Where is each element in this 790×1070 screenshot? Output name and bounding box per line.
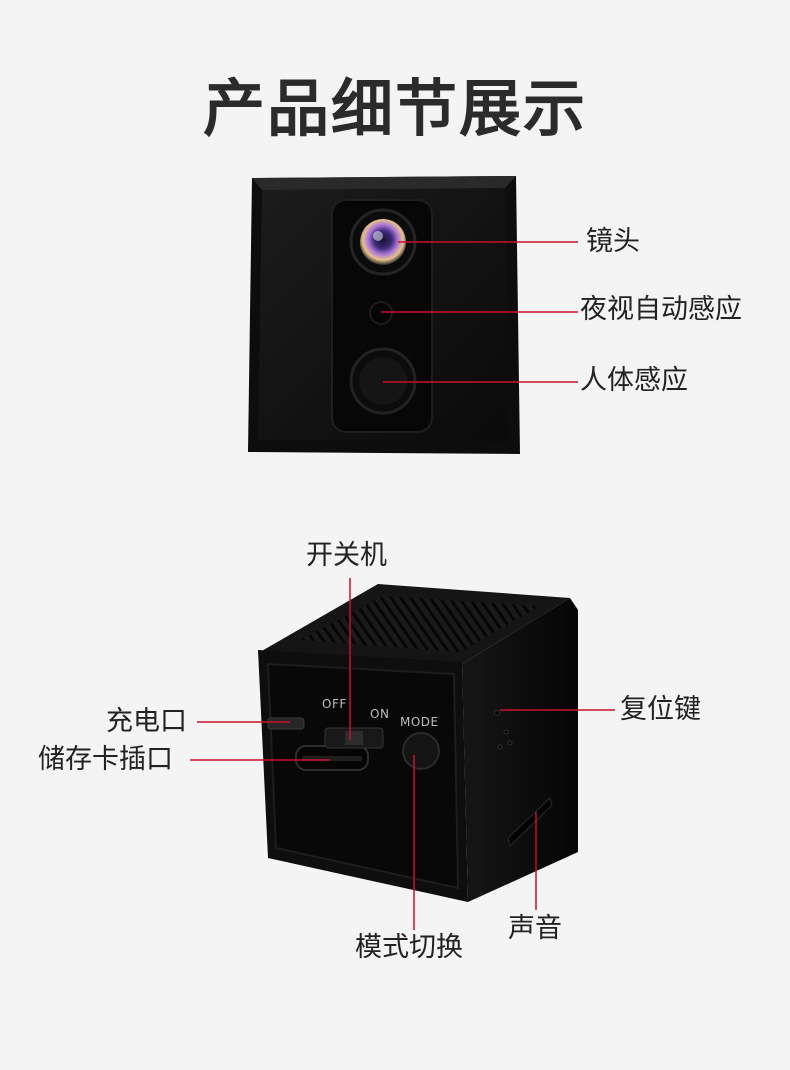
label-card-slot: 储存卡插口 xyxy=(38,744,173,775)
device-text-on: ON xyxy=(370,707,390,721)
side-camera-device xyxy=(258,584,578,902)
label-mode-switch: 模式切换 xyxy=(355,932,463,963)
lens-icon xyxy=(360,219,406,265)
device-text-off: OFF xyxy=(322,697,347,711)
side-callout-lines xyxy=(190,578,615,930)
speaker-icon xyxy=(507,797,553,847)
device-text-mode: MODE xyxy=(400,715,439,729)
pir-sensor-icon xyxy=(359,357,407,405)
label-charging-port: 充电口 xyxy=(106,706,187,737)
label-speaker: 声音 xyxy=(508,913,562,944)
charging-port-icon xyxy=(267,717,305,730)
label-lens: 镜头 xyxy=(586,226,640,257)
front-callout-lines xyxy=(381,241,578,383)
label-body-sensor: 人体感应 xyxy=(580,365,688,396)
label-night-vision: 夜视自动感应 xyxy=(580,294,742,325)
mode-button-icon xyxy=(402,732,440,770)
reset-hole-icon xyxy=(494,710,500,716)
front-camera-device xyxy=(248,176,520,454)
night-vision-sensor-icon xyxy=(369,301,393,325)
label-power-switch: 开关机 xyxy=(306,540,387,571)
page-title: 产品细节展示 xyxy=(202,72,587,145)
label-reset-button: 复位键 xyxy=(620,694,701,725)
